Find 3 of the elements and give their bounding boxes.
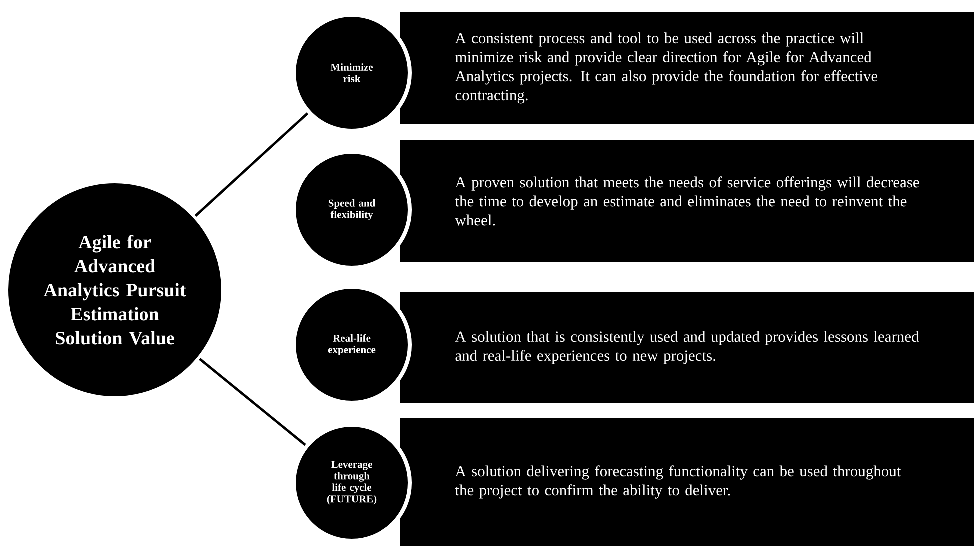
node-label: Leverage through life cycle (FUTURE): [327, 461, 377, 505]
connector-line: [194, 112, 309, 217]
connector-line: [199, 358, 306, 446]
